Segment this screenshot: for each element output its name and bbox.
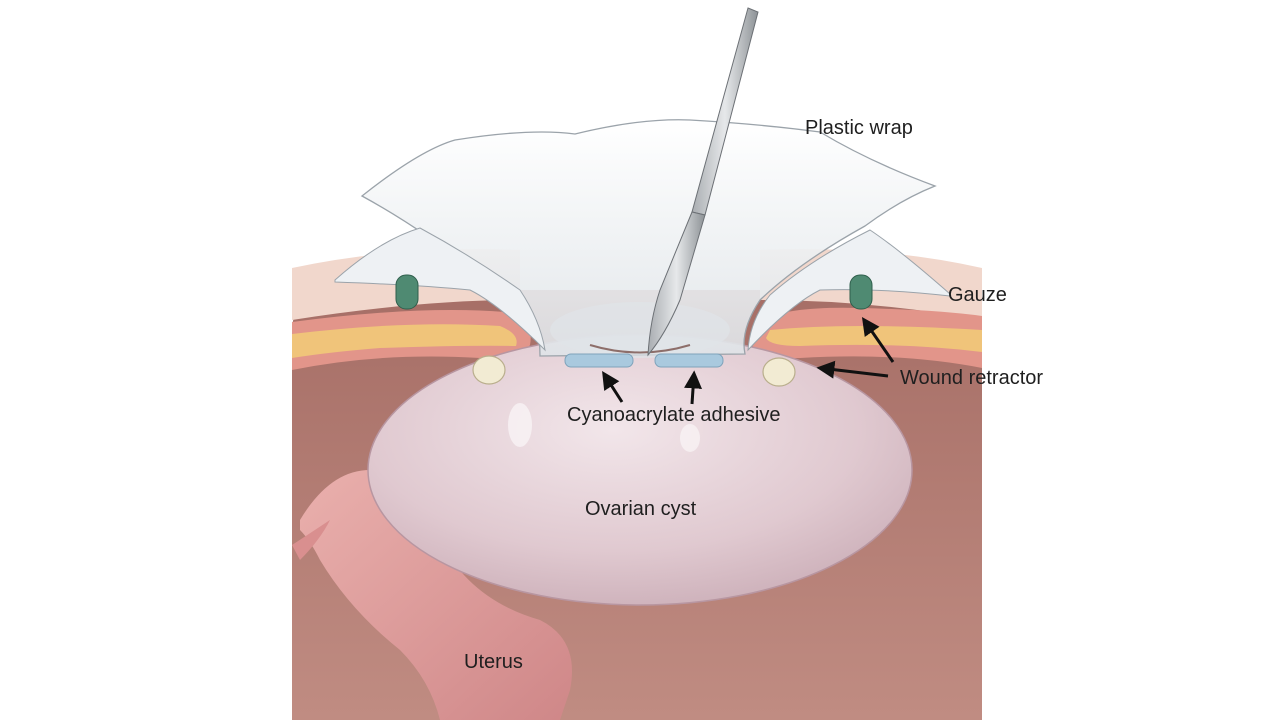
scalpel-blade <box>647 211 706 357</box>
gauze-left <box>395 274 419 310</box>
uterus-tube <box>292 520 330 560</box>
label-wound-retractor: Wound retractor <box>900 367 1044 389</box>
label-uterus: Uterus <box>464 651 523 673</box>
plastic-wrap-fold-left <box>334 227 546 352</box>
arrow-retractor-upper <box>861 317 895 363</box>
cyst-highlight <box>508 403 532 447</box>
adhesive-right <box>654 353 724 368</box>
label-gauze: Gauze <box>948 284 1007 306</box>
adhesive-left <box>564 353 634 368</box>
wrap-inner-mesh <box>550 302 730 358</box>
label-ovarian-cyst: Ovarian cyst <box>585 498 697 520</box>
arrow-adhesive-left <box>602 370 624 403</box>
gauze-right <box>849 274 873 310</box>
scalpel-icon <box>647 7 759 357</box>
incision <box>589 344 691 354</box>
arrow-adhesive-right <box>684 370 703 405</box>
retractor-ring-left <box>472 355 506 385</box>
label-plastic-wrap: Plastic wrap <box>805 117 913 139</box>
ovarian-cyst <box>367 334 913 606</box>
uterus <box>300 470 572 720</box>
retractor-ring-right <box>762 357 796 387</box>
label-adhesive: Cyanoacrylate adhesive <box>567 404 781 426</box>
fat-layer-right <box>766 326 982 352</box>
fat-layer-left <box>292 324 517 358</box>
cyst-highlight-2 <box>680 424 700 452</box>
arrow-retractor-lower <box>816 360 889 379</box>
